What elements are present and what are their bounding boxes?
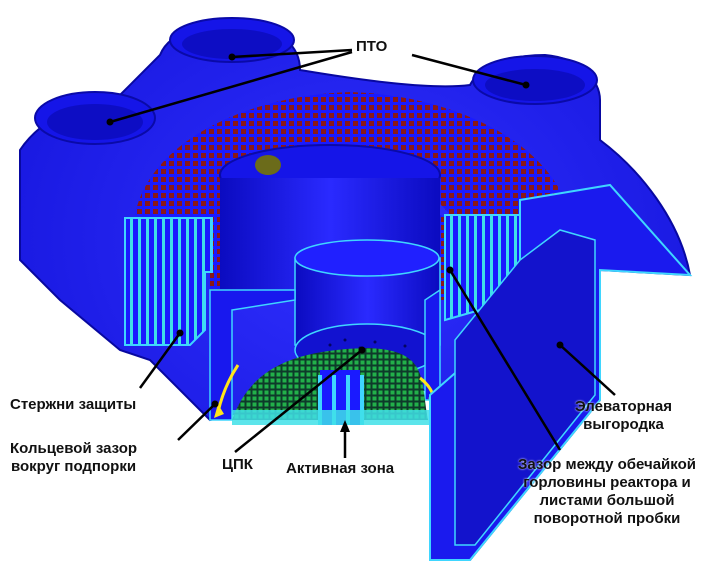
pto-left-cup [34,17,295,145]
label-gap-line2: горловины реактора и [523,474,691,491]
label-annular-gap-line2: вокруг подпорки [10,458,137,475]
elevator-baffle [429,183,693,561]
label-elevator-line1: Элеваторная [575,398,672,415]
label-elevator-line2: выгородка [583,416,664,433]
label-gap-line3: листами большой [539,492,675,509]
label-annular-gap-line1: Кольцевой зазор [10,440,138,457]
label-shield-rods: Стержни защиты [10,396,137,413]
label-annular-gap: Кольцевой зазор вокруг подпорки [10,440,137,476]
label-cpk: ЦПК [222,456,253,473]
pto-right-cup [472,55,598,105]
shield-rods-left [124,217,213,346]
leader-dots [106,53,564,432]
support-ring [209,288,441,421]
active-core [232,348,430,425]
label-active-core: Активная зона [286,460,395,477]
label-pto: ПТО [356,38,388,55]
label-gap-line4: поворотной пробки [533,510,681,527]
label-elevator-baffle: Элеваторная выгородка [575,398,672,434]
leader-lines [109,48,616,458]
label-gap-line1: Зазор между обечайкой [518,456,696,473]
label-gap-between: Зазор между обечайкой горловины реактора… [518,456,696,528]
